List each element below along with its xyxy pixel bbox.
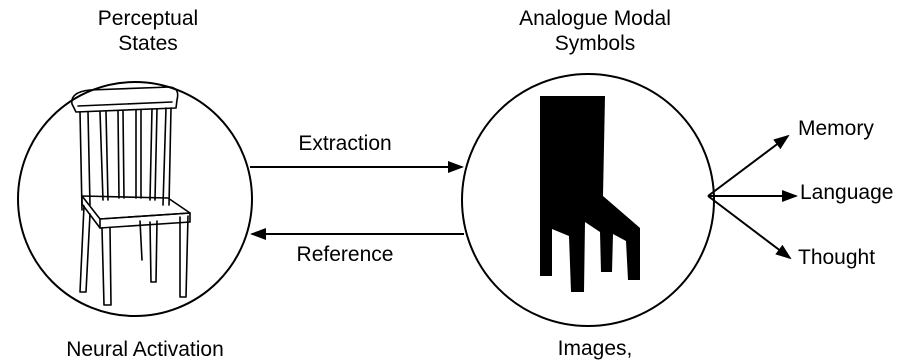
perceptual-states-circle <box>17 81 253 317</box>
analogue-modal-symbols-title-line1: Analogue Modal <box>519 7 671 30</box>
language-label: Language <box>800 181 894 204</box>
perceptual-states-title-line1: Perceptual <box>97 7 199 30</box>
chair-silhouette-icon <box>540 96 640 292</box>
analogue-modal-symbols-title: Analogue Modal Symbols <box>470 6 720 56</box>
memory-label: Memory <box>798 117 874 140</box>
thought-arrow <box>707 195 792 260</box>
thought-label: Thought <box>798 246 876 269</box>
chair-line-drawing-icon <box>71 86 191 306</box>
perceptual-states-title-line2: States <box>118 32 178 55</box>
memory-arrow <box>707 134 790 197</box>
perceptual-states-title: Perceptual States <box>50 6 246 56</box>
neural-activation-label: Neural Activation <box>66 338 224 361</box>
analogue-modal-symbols-title-line2: Symbols <box>554 32 636 55</box>
extraction-label: Extraction <box>298 132 392 155</box>
reference-label: Reference <box>296 243 394 266</box>
images-label: Images, <box>557 337 633 360</box>
